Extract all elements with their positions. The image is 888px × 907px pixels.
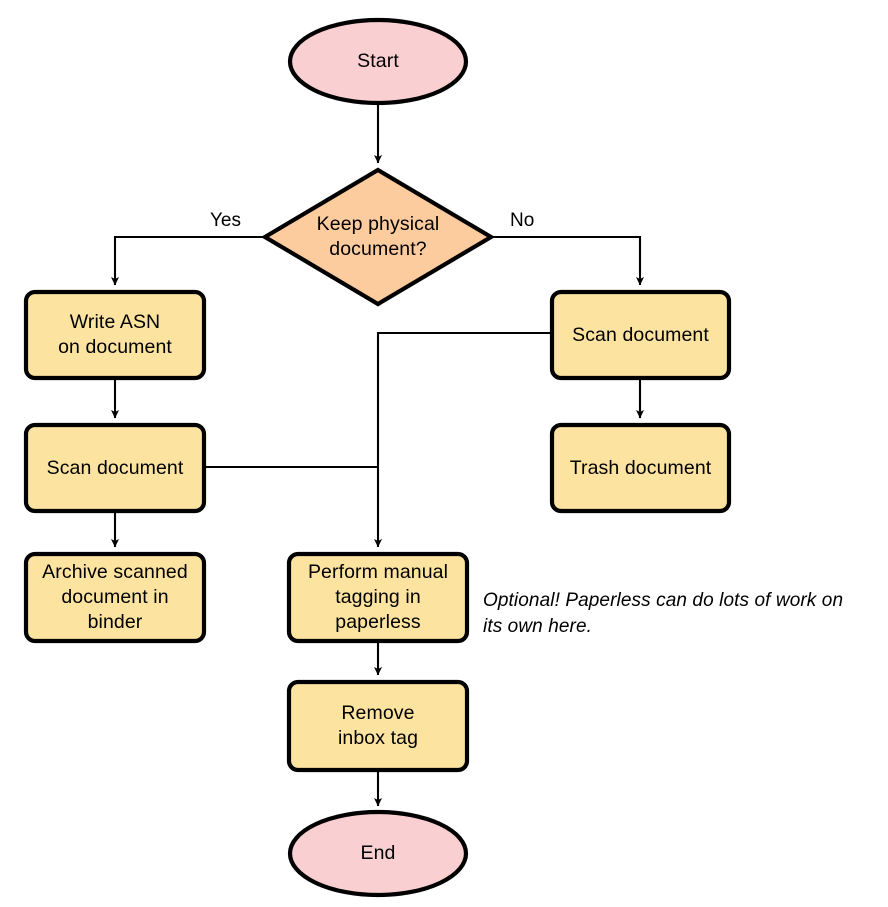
node-start[interactable]: [287, 17, 469, 106]
node-keep-physical-document[interactable]: [260, 167, 496, 307]
connector-layer: [111, 103, 644, 807]
edge-decision-yes-to-write-asn: [111, 235, 265, 286]
annotation-optional-note: Optional! Paperless can do lots of work …: [483, 590, 844, 637]
node-remove-inbox-tag[interactable]: [286, 679, 470, 773]
edge-decision-no-to-scan-document-right: [491, 235, 644, 286]
edge-label-no: No: [510, 210, 535, 231]
node-trash-document[interactable]: [549, 422, 732, 514]
node-end[interactable]: [287, 809, 469, 898]
node-write-asn-on-document[interactable]: [23, 289, 207, 381]
node-scan-document-left[interactable]: [23, 422, 207, 514]
node-perform-manual-tagging-in-paperless[interactable]: [286, 551, 470, 644]
edge-label-yes: Yes: [210, 210, 241, 231]
edge-scan-document-right-to-manual-tagging: [374, 331, 552, 548]
node-scan-document-right[interactable]: [549, 289, 732, 381]
node-archive-scanned-document-in-binder[interactable]: [23, 551, 207, 644]
